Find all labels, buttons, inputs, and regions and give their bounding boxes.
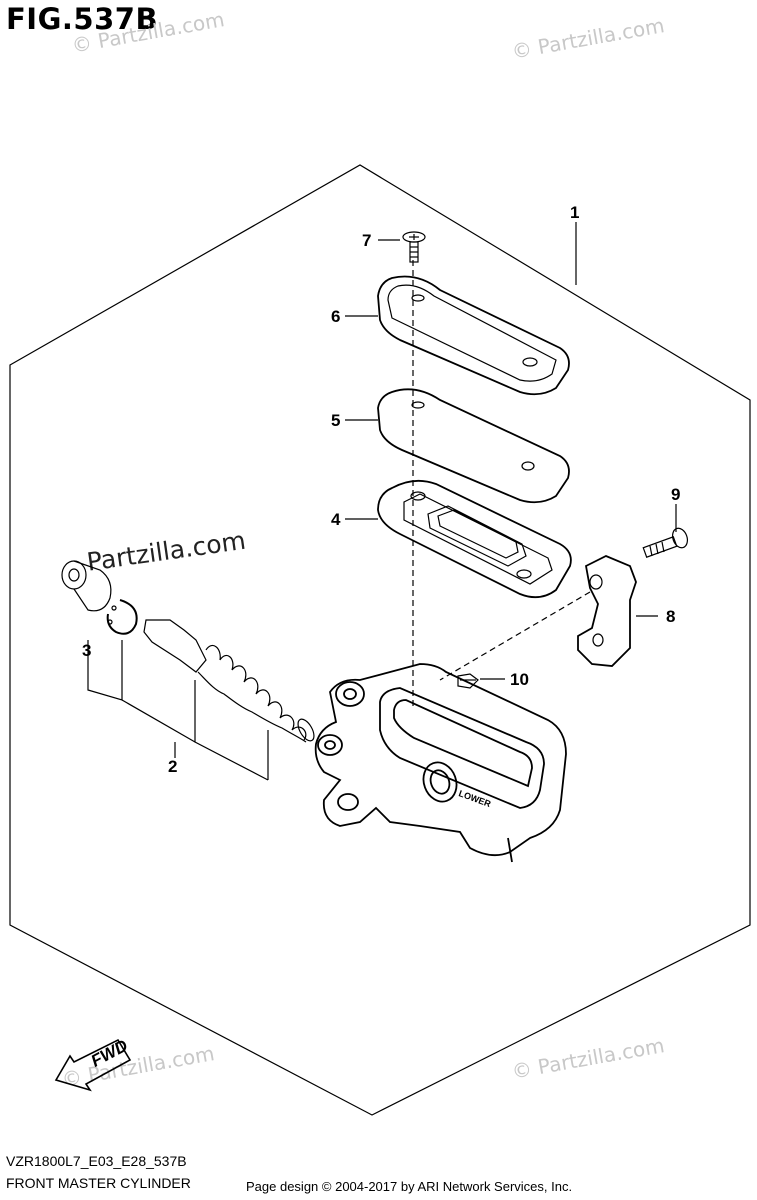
- callout-1: 1: [570, 203, 579, 222]
- reservoir-cap-6-icon: [377, 275, 570, 396]
- callout-10: 10: [510, 670, 529, 689]
- callout-5: 5: [331, 411, 340, 430]
- fwd-arrow-icon: [54, 1038, 132, 1092]
- callout-2: 2: [168, 757, 177, 776]
- callout-7: 7: [362, 231, 371, 250]
- lower-label: LOWER: [457, 788, 492, 809]
- bolt-9-icon: [642, 527, 689, 558]
- assembly-frame: [9, 164, 751, 1116]
- callout-4: 4: [331, 510, 341, 529]
- callout-9: 9: [671, 485, 680, 504]
- cap-plate-5-icon: [377, 388, 570, 504]
- holder-8-icon: [577, 555, 637, 667]
- diagram-name: FRONT MASTER CYLINDER: [6, 1175, 191, 1191]
- screw-7-icon: [402, 231, 426, 263]
- callout-6: 6: [331, 307, 340, 326]
- diaphragm-4-icon: [377, 479, 572, 599]
- callout-8: 8: [666, 607, 675, 626]
- boot-3-icon: [61, 560, 138, 635]
- figure-title: FIG.537B: [6, 2, 159, 36]
- model-code: VZR1800L7_E03_E28_537B: [6, 1153, 187, 1169]
- fwd-label: FWD: [88, 1036, 131, 1071]
- master-cylinder-body-icon: [314, 663, 567, 863]
- copyright-notice: Page design © 2004-2017 by ARI Network S…: [246, 1179, 573, 1194]
- callout-3: 3: [82, 641, 91, 660]
- piston-spring-2-icon: [143, 619, 315, 743]
